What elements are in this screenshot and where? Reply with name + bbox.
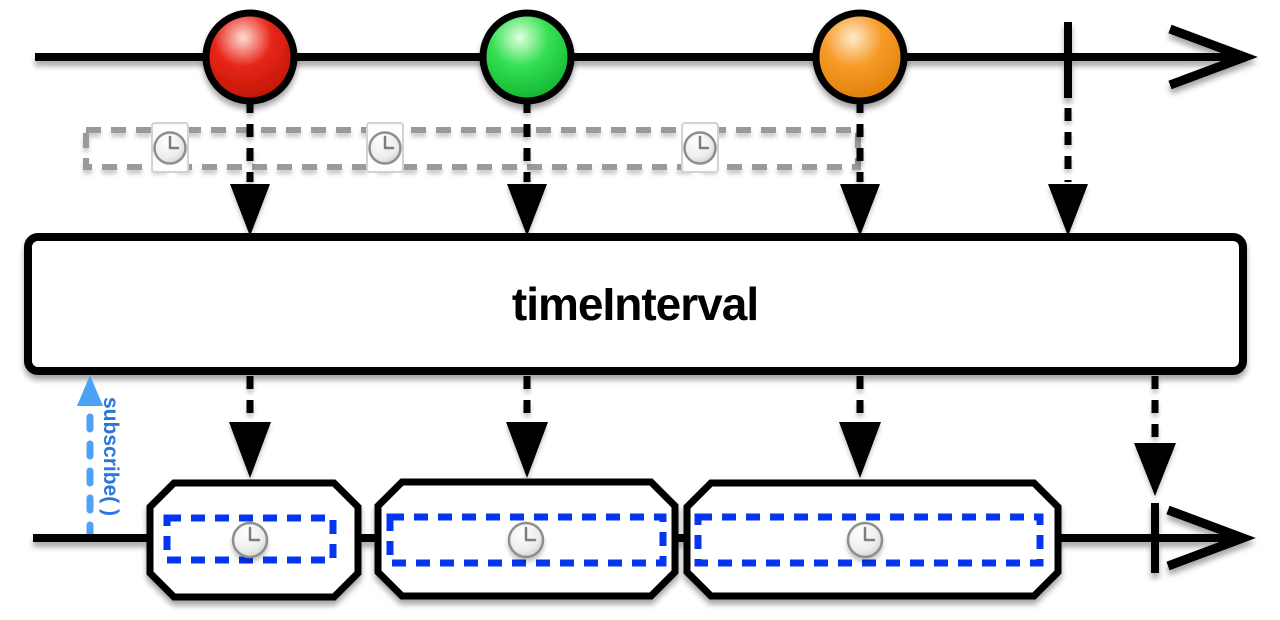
subscribe-label: subscribe( ): [99, 397, 122, 516]
result-timeline-arrowhead-icon: [1166, 505, 1256, 571]
arrow-down-icon: [840, 184, 880, 236]
interval-strip: [83, 127, 861, 170]
arrow-down-icon: [507, 184, 547, 236]
result-timeline: [33, 478, 1256, 601]
interval-frame: [163, 514, 337, 564]
red-marble: [202, 9, 298, 105]
input-arrows: [230, 100, 1088, 236]
result-clock: [507, 521, 545, 559]
result-clock: [231, 521, 269, 559]
result-item-contents: [163, 513, 1044, 567]
arrow-down-icon: [230, 184, 270, 236]
operator-box: timeInterval: [24, 233, 1247, 375]
clock-hands-icon: [168, 135, 180, 150]
arrow-down-icon: [229, 422, 271, 478]
interval-strip-clocks: [151, 122, 719, 173]
orange-marble: [812, 9, 908, 105]
operator-box-frame: [24, 233, 1247, 375]
interval-frame: [694, 513, 1044, 567]
interval-strip-frame: [83, 127, 861, 170]
clock-hands-icon: [698, 135, 710, 150]
clock-frame: [681, 122, 719, 173]
result-clock: [846, 521, 884, 559]
clock-frame: [151, 122, 189, 173]
clock-hands-icon: [524, 526, 537, 542]
clock-hands-icon: [248, 526, 261, 542]
arrow-down-icon: [1134, 443, 1176, 496]
clock-frame: [366, 122, 404, 173]
operator-label: timeInterval: [512, 278, 758, 330]
clock-hands-icon: [863, 526, 876, 542]
arrow-down-icon: [506, 422, 548, 478]
arrow-down-icon: [839, 422, 881, 478]
clock-hands-icon: [383, 135, 395, 150]
arrow-down-icon: [1048, 184, 1088, 236]
source-marbles: [202, 9, 908, 105]
arrow-up-icon: [77, 375, 103, 406]
output-arrows: [229, 376, 1176, 496]
green-marble: [479, 9, 575, 105]
subscribe-arrow: subscribe( ): [77, 375, 122, 541]
interval-frame: [386, 513, 667, 567]
source-timeline-arrowhead-icon: [1168, 24, 1258, 90]
